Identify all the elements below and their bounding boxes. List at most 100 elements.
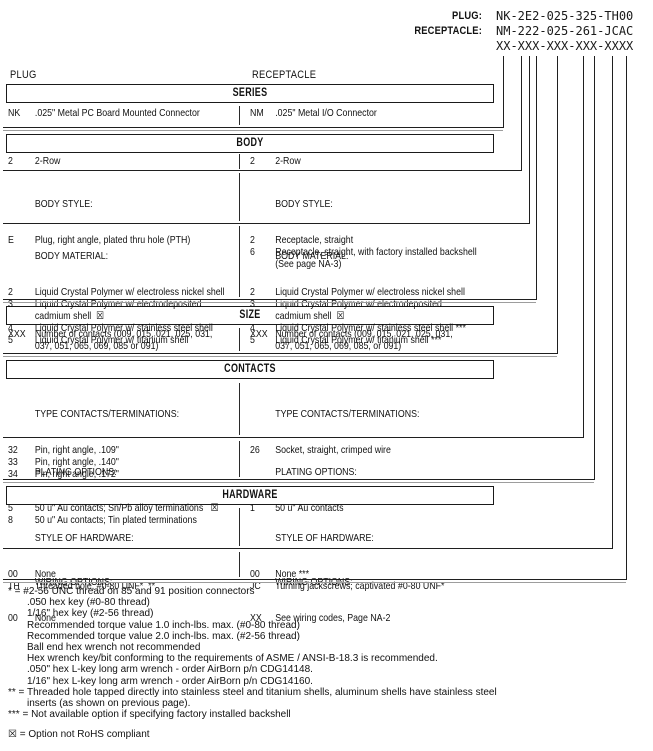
footnote-line: 1/16" hex key (#2-56 thread) (27, 608, 154, 620)
option-row: 2 Receptacle, straight (250, 234, 527, 246)
option-text: Receptacle, straight (275, 234, 354, 246)
section-header-contacts: CONTACTS (6, 360, 494, 379)
option-code: 3 (8, 298, 13, 310)
connector-line-series (3, 56, 504, 128)
option-text: 2-Row (34, 155, 61, 167)
option-text: Turning jackscrews, captivated #0-80 UNF… (275, 580, 445, 592)
column-divider (239, 106, 241, 125)
rule-echo (3, 581, 626, 583)
connector-line-wiring (3, 56, 627, 580)
footnote-line: Recommended torque value 1.0 inch-lbs. m… (27, 619, 300, 631)
option-code: NM (250, 107, 264, 119)
option-text: Threaded hole, #0-80 UNF* ** (34, 580, 155, 592)
option-code: JC (250, 580, 261, 592)
footnotes: * = #2-56 UNC thread on 85 and 91 positi… (8, 586, 648, 720)
option-text: Liquid Crystal Polymer w/ titanium shell… (275, 334, 442, 346)
column-heading: BODY MATERIAL: (34, 250, 109, 262)
section-header-hardware: HARDWARE (6, 486, 494, 505)
column-heading: PLATING OPTIONS: (275, 466, 357, 478)
footnote-line: ** = Threaded hole tapped directly into … (8, 686, 497, 698)
column-heading: TYPE CONTACTS/TERMINATIONS: (275, 408, 420, 420)
option-code: 2 (250, 234, 255, 246)
option-text: Liquid Crystal Polymer w/ titanium shell (34, 334, 189, 346)
plug-part-number-value: NK-2E2-025-325-TH00 (496, 9, 634, 23)
option-code: 2 (8, 286, 13, 298)
section-title: BODY (236, 137, 264, 149)
option-row: 3 Liquid Crystal Polymer w/ electrodeposi… (250, 298, 527, 322)
option-text: Liquid Crystal Polymer w/ electrodeposit… (275, 298, 442, 322)
option-text: See wiring codes, Page NA-2 (275, 612, 391, 624)
option-code: 3 (250, 298, 255, 310)
rule-echo (3, 129, 503, 131)
option-row: JC Turning jackscrews, captivated #0-80 U… (250, 580, 527, 592)
section-title: SIZE (239, 309, 261, 321)
option-code: E (8, 234, 14, 246)
option-text: Liquid Crystal Polymer w/ stainless stee… (275, 322, 466, 334)
column-divider (239, 328, 241, 351)
footnote-line: Ball end hex wrench not recommended (27, 642, 201, 654)
column-heading: BODY STYLE: (275, 198, 333, 210)
option-row: TH Threaded hole, #0-80 UNF* ** (8, 580, 248, 592)
option-text: Socket, straight, crimped wire (275, 444, 391, 456)
connector-line-body-rows (3, 56, 522, 171)
option-text: None (34, 568, 56, 580)
rule-echo (3, 481, 594, 483)
receptacle-part-number-label: RECEPTACLE: (414, 25, 482, 37)
connector-line-body-material (3, 56, 537, 300)
option-code: 5 (8, 334, 13, 346)
series-plug-column: NK.025" Metal PC Board Mounted Connector (8, 107, 248, 119)
option-text: Pin, right angle, .140" (34, 456, 119, 468)
option-text: Number of contacts (009, 015, 021, 025, … (275, 328, 453, 352)
plug-column-header: PLUG (10, 69, 37, 81)
option-text: None *** (275, 568, 310, 580)
body-rows-plug-column: 2 2-Row (8, 155, 248, 167)
column-divider (239, 441, 241, 477)
rule-echo (3, 355, 557, 357)
option-text: Pin, right angle, .172" (34, 468, 119, 480)
option-code: 6 (250, 246, 255, 258)
receptacle-part-number-value: NM-222-025-261-JCAC (496, 24, 634, 38)
option-code: 5 (8, 502, 13, 514)
column-divider (239, 552, 241, 577)
section-title: CONTACTS (224, 363, 276, 375)
option-code: 5 (250, 334, 255, 346)
section-header-size: SIZE (6, 306, 494, 325)
option-code: 2 (250, 286, 255, 298)
option-code: TH (8, 580, 20, 592)
connector-line-body-style (3, 56, 530, 224)
option-row: 34 Pin, right angle, .172" (8, 468, 248, 480)
option-code: 4 (8, 322, 13, 334)
section-header-body: BODY (6, 134, 494, 153)
connector-line-plating (3, 56, 595, 480)
option-code: XXX (8, 328, 26, 340)
connector-line-hardware-style (3, 56, 613, 549)
option-code: 2 (8, 155, 13, 167)
option-row: 4 Liquid Crystal Polymer w/ stainless ste… (8, 322, 248, 334)
option-text: Liquid Crystal Polymer w/ stainless stee… (34, 322, 213, 334)
option-text: Receptacle, straight, with factory insta… (275, 246, 477, 270)
option-code: XXX (250, 328, 268, 340)
option-text: 50 u" Au contacts (275, 502, 344, 514)
option-row: XXX Number of contacts (009, 015, 021, 02… (250, 328, 527, 352)
footnote-line: 1/16" hex L-key long arm wrench - order … (27, 675, 313, 687)
option-code: 34 (8, 468, 18, 480)
plug-part-number-label: PLUG: (452, 10, 482, 22)
receptacle-column-header: RECEPTACLE (252, 69, 317, 81)
